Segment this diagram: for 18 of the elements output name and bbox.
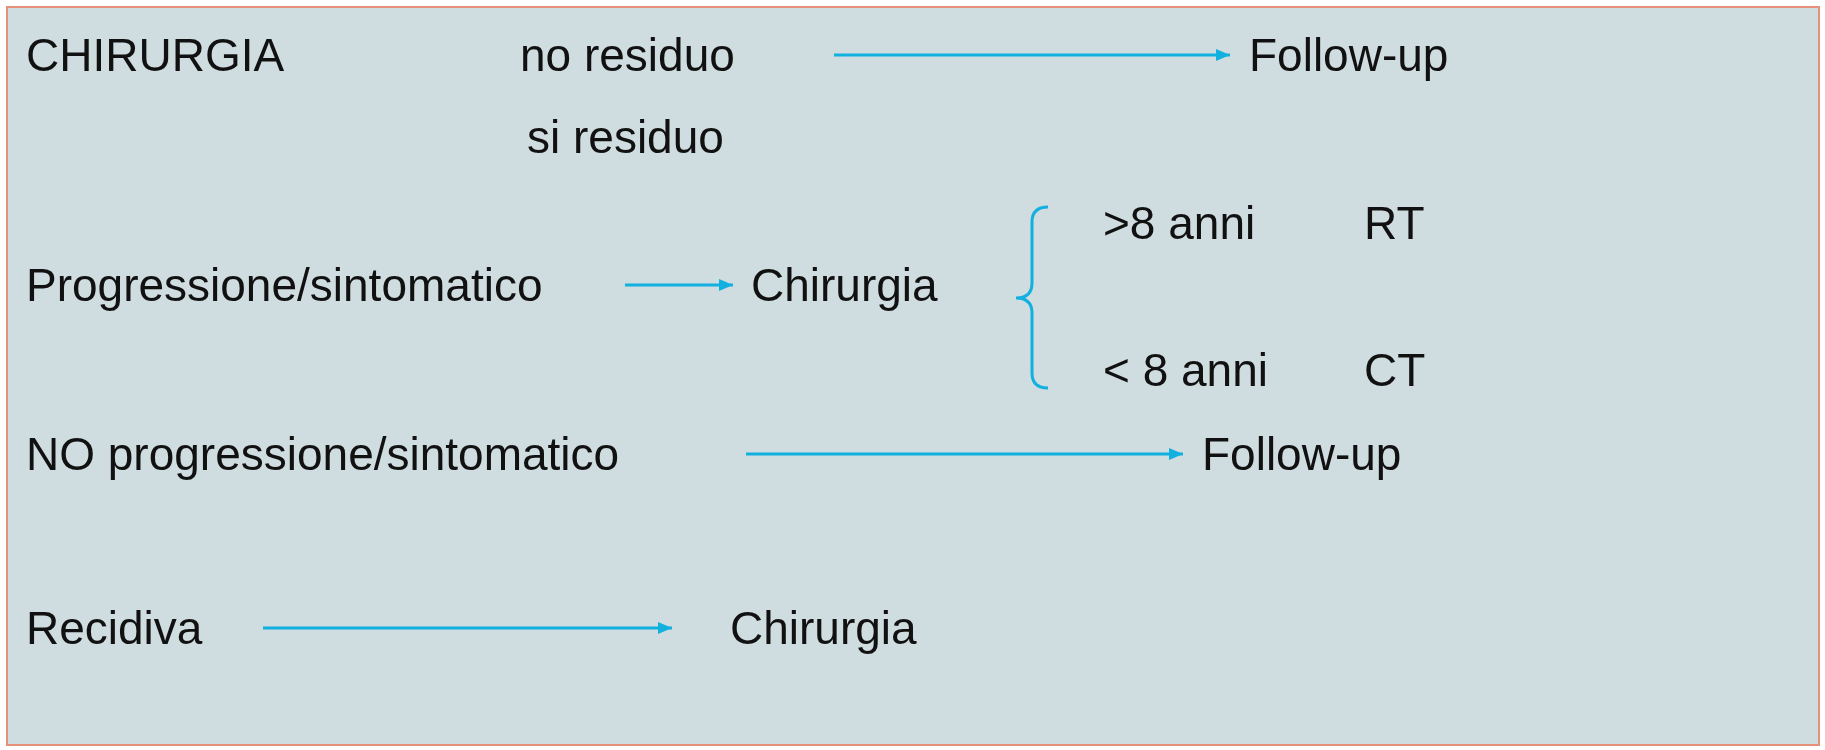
node-text: Progressione/sintomatico [26,259,543,311]
node-text: no residuo [520,29,735,81]
label-text: < 8 anni [1103,344,1268,396]
node-text: Chirurgia [751,259,938,311]
label-text: CHIRURGIA [26,29,285,81]
arrow [746,448,1183,460]
label-text: CT [1364,344,1426,396]
arrow [263,622,672,634]
node-text: Follow-up [1202,428,1402,480]
node-text: NO progressione/sintomatico [26,428,620,480]
node-text: Recidiva [26,602,203,654]
label-text: si residuo [527,111,724,163]
label-text: >8 anni [1103,197,1256,249]
label-text: RT [1364,197,1425,249]
arrow [625,279,733,291]
node-text: Follow-up [1249,29,1449,81]
arrow [834,49,1230,61]
node-text: Chirurgia [730,602,917,654]
